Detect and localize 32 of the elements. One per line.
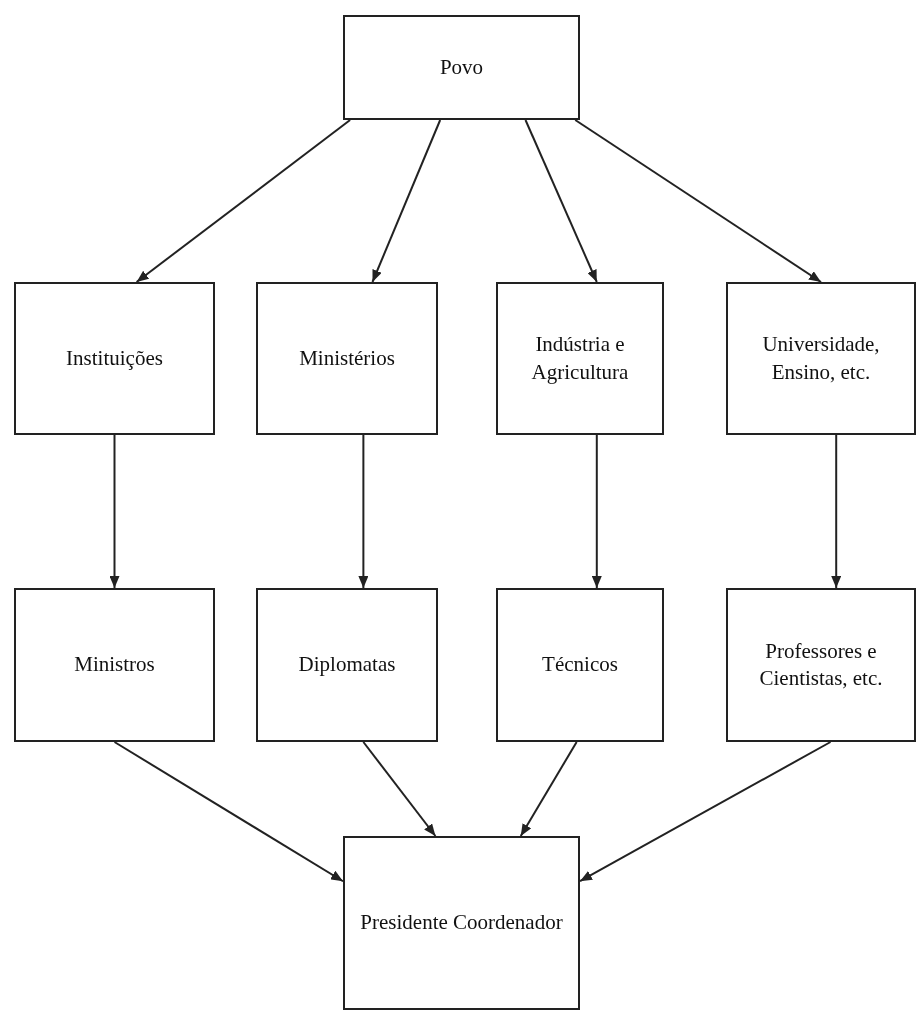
box-label: Presidente Coordenador [360,909,563,937]
process-box [496,588,664,742]
arrow [831,434,842,589]
process-box [14,282,215,435]
process-box [343,836,580,1010]
box-label: Ministérios [299,344,395,372]
arrow [358,434,369,589]
process-box [256,588,438,742]
box-label: Povo [439,53,484,81]
process-box [726,282,916,435]
arrow [362,741,437,837]
arrow [109,434,120,589]
box-label: Professores e Cientistas, etc. [758,637,884,692]
box-label: Indústria e Agricultura [530,331,630,386]
arrow [579,741,832,883]
process-box [256,282,438,435]
arrow [574,119,822,283]
box-label: Universidade, Ensino, etc. [761,331,881,386]
arrow [519,741,578,837]
process-box [14,588,215,742]
arrow [135,119,352,283]
process-box [496,282,664,435]
arrow [524,119,598,283]
box-label: Técnicos [542,651,618,679]
arrow [113,741,344,883]
box-label: Instituições [66,344,163,372]
process-box [343,15,580,120]
box-label: Ministros [74,651,155,679]
box-label: Diplomatas [298,651,396,679]
process-box [726,588,916,742]
arrow [591,434,602,589]
arrow [371,119,442,283]
